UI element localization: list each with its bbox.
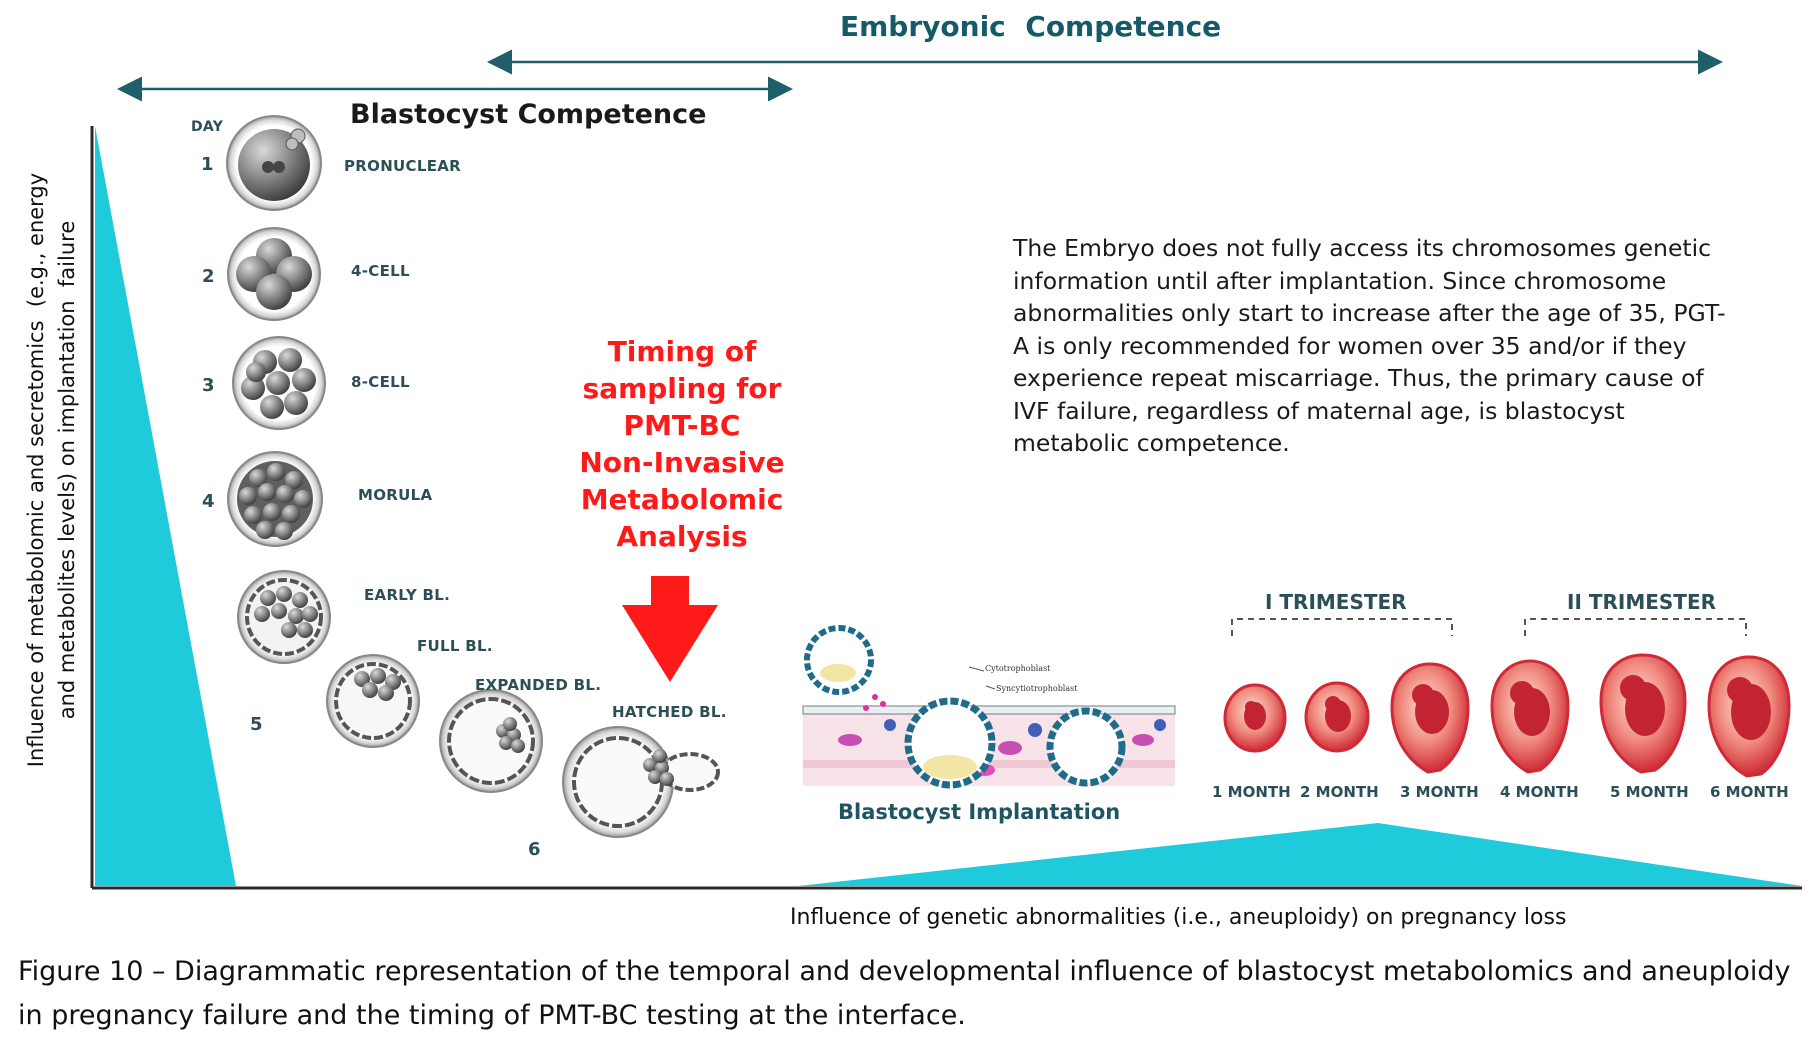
- day-number: 5: [250, 714, 263, 735]
- cytotrophoblast-label: Cytotrophoblast: [985, 664, 1051, 673]
- month-label: 4 MONTH: [1500, 783, 1579, 801]
- trimester-2-bracket: [1524, 618, 1747, 636]
- fetus-2-month-icon: [1304, 681, 1370, 753]
- sampling-arrow-icon: [622, 576, 718, 682]
- early-blastocyst-icon: [237, 570, 331, 664]
- metabolomic-influence-wedge: [95, 126, 236, 886]
- full-blastocyst-icon: [326, 654, 420, 748]
- info-paragraph: The Embryo does not fully access its chr…: [1013, 234, 1726, 457]
- embryonic-competence-title: Embryonic Competence: [840, 10, 1222, 43]
- stage-label: EXPANDED BL.: [475, 676, 602, 694]
- figure-caption: Figure 10 – Diagrammatic representation …: [18, 956, 1791, 1031]
- stage-label: 4-CELL: [351, 262, 410, 280]
- morula-embryo-icon: [227, 451, 323, 547]
- y-axis-label-line: Influence of metabolomic and secretomics…: [24, 172, 48, 768]
- fetus-4-month-icon: [1490, 659, 1570, 774]
- stage-label: EARLY BL.: [364, 586, 451, 604]
- day-number: 4: [202, 491, 215, 512]
- month-label: 2 MONTH: [1300, 783, 1379, 801]
- pronuclear-embryo-icon: [226, 115, 322, 211]
- expanded-blastocyst-icon: [439, 689, 543, 793]
- sampling-timing-line: sampling for: [582, 372, 782, 405]
- sampling-timing-line: Metabolomic: [580, 483, 784, 516]
- sampling-timing-line: Timing of: [607, 335, 757, 368]
- eight-cell-embryo-icon: [232, 336, 326, 430]
- hatched-blastocyst-icon: [562, 726, 720, 838]
- trimester-1-bracket: [1231, 618, 1453, 636]
- month-label: 1 MONTH: [1212, 783, 1291, 801]
- trimester-1-label: I TRIMESTER: [1265, 590, 1407, 614]
- stage-label: FULL BL.: [417, 637, 493, 655]
- stage-label: PRONUCLEAR: [344, 157, 462, 175]
- syncytiotrophoblast-label: Syncytiotrophoblast: [996, 684, 1078, 693]
- sampling-timing-note: Timing of sampling for PMT-BC Non-Invasi…: [552, 333, 812, 555]
- trimester-2-label: II TRIMESTER: [1567, 590, 1717, 614]
- sampling-timing-line: Non-Invasive: [579, 446, 785, 479]
- day-number: 2: [202, 266, 215, 287]
- blastocyst-competence-title: Blastocyst Competence: [350, 99, 707, 130]
- day-header: DAY: [191, 119, 224, 135]
- sampling-timing-line: PMT-BC: [623, 409, 741, 442]
- month-label: 5 MONTH: [1610, 783, 1689, 801]
- day-number: 3: [202, 375, 215, 396]
- day-number: 6: [528, 839, 541, 860]
- implantation-label: Blastocyst Implantation: [838, 800, 1121, 824]
- month-label: 3 MONTH: [1400, 783, 1479, 801]
- stage-label: MORULA: [358, 486, 433, 504]
- aneuploidy-influence-wedge: [798, 823, 1802, 886]
- fetus-6-month-icon: [1707, 655, 1791, 778]
- x-axis-label: Influence of genetic abnormalities (i.e.…: [790, 905, 1567, 930]
- fetus-1-month-icon: [1223, 683, 1287, 753]
- stage-label: HATCHED BL.: [612, 703, 727, 721]
- y-axis-label-line: and metabolites levels) on implantation …: [55, 220, 79, 720]
- month-label: 6 MONTH: [1710, 783, 1789, 801]
- fetus-5-month-icon: [1599, 653, 1687, 774]
- implantation-illustration: [802, 625, 1176, 789]
- stage-label: 8-CELL: [351, 373, 410, 391]
- fetus-3-month-icon: [1390, 662, 1470, 774]
- day-number: 1: [201, 154, 214, 175]
- y-axis-label: Influence of metabolomic and secretomics…: [21, 173, 83, 767]
- four-cell-embryo-icon: [227, 227, 321, 321]
- sampling-timing-line: Analysis: [616, 520, 748, 553]
